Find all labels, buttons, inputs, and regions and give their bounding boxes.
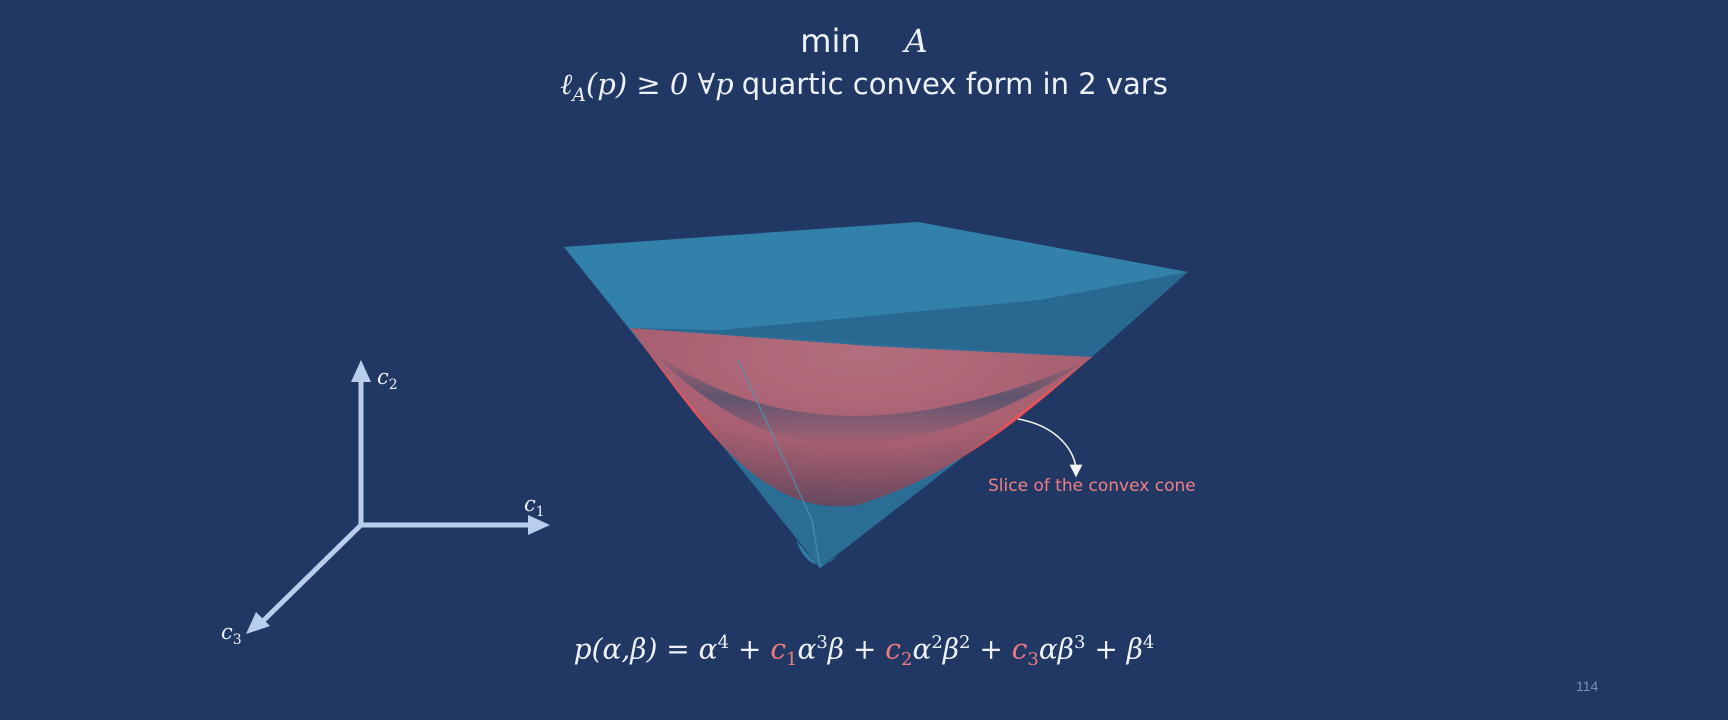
constraint-functional: ℓ <box>560 67 573 101</box>
formula-t3-a-exp: 2 <box>931 632 943 653</box>
formula-lhs: p(α,β) = α <box>573 632 718 666</box>
formula-t2-a-exp: 3 <box>816 632 828 653</box>
formula-t4-a: α <box>1038 632 1058 666</box>
axis-c2-name: c <box>377 365 389 389</box>
formula-t5-exp: 4 <box>1142 632 1155 653</box>
axis-label-c2: c2 <box>377 365 398 393</box>
formula-t4-b: β <box>1057 632 1074 666</box>
axis-label-c1: c1 <box>524 492 545 520</box>
min-operator: min <box>800 22 861 60</box>
slice-shadow-band <box>650 350 1080 446</box>
formula-plus-2: + <box>852 632 877 666</box>
formula-c1-sub: 1 <box>786 648 798 670</box>
title-variable: A <box>904 22 928 60</box>
formula-t2-a: α <box>797 632 817 666</box>
title: min A <box>0 22 1728 60</box>
axis-c3 <box>260 523 363 624</box>
formula-t1-exp: 4 <box>717 632 730 653</box>
slice-annotation: Slice of the convex cone <box>988 476 1196 496</box>
formula-t3-b-exp: 2 <box>959 632 971 653</box>
formula-c2: c <box>885 632 901 666</box>
formula-t2-b: β <box>827 632 845 666</box>
constraint-functional-sub: A <box>572 83 586 106</box>
cone-top-face <box>564 222 1188 330</box>
axis-c3-sub: 3 <box>232 632 242 649</box>
cone-bottom-tip <box>796 540 838 568</box>
annotation-arrow <box>1017 418 1083 478</box>
constraint-line: ℓA(p) ≥ 0 ∀p quartic convex form in 2 va… <box>0 67 1728 106</box>
formula-c2-sub: 2 <box>900 648 913 670</box>
cone-front-overlay <box>630 328 1092 568</box>
formula-t5: β <box>1126 632 1143 666</box>
constraint-description: quartic convex form in 2 vars <box>741 67 1168 101</box>
formula-plus-3: + <box>979 632 1003 666</box>
axis-c2-sub: 2 <box>388 377 398 394</box>
axes-triad <box>246 360 550 634</box>
formula-c3: c <box>1011 632 1028 666</box>
axis-label-c3: c3 <box>221 620 242 648</box>
formula-c3-sub: 3 <box>1027 648 1039 670</box>
axis-c1-name: c <box>524 492 536 516</box>
axis-c1-sub: 1 <box>535 504 545 521</box>
axis-c3-arrowhead <box>246 612 270 634</box>
formula-c1: c <box>770 632 786 666</box>
cone-edge-left <box>737 359 821 569</box>
axis-c3-name: c <box>221 620 233 644</box>
polynomial-formula: p(α,β) = α4 + c1α3β + c2α2β2 + c3αβ3 + β… <box>0 632 1728 670</box>
axis-c1-arrowhead <box>528 515 550 535</box>
formula-plus-1: + <box>737 632 762 666</box>
page-number: 114 <box>1576 678 1599 694</box>
axis-c2-arrowhead <box>351 360 371 382</box>
formula-plus-4: + <box>1094 632 1118 666</box>
formula-t4-b-exp: 3 <box>1073 632 1086 653</box>
constraint-argument: (p) ≥ 0 ∀p <box>585 67 734 101</box>
formula-t3-b: β <box>942 632 959 666</box>
formula-t3-a: α <box>912 632 932 666</box>
